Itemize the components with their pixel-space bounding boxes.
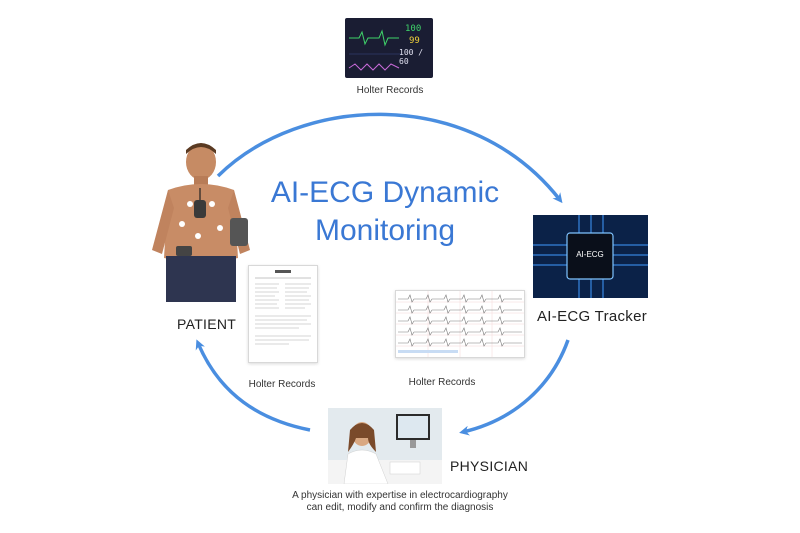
physician-photo bbox=[328, 408, 442, 484]
patient-photo bbox=[146, 138, 256, 302]
report-document bbox=[248, 265, 318, 363]
tracker-label: AI-ECG Tracker bbox=[537, 308, 648, 325]
monitor-readout-1: 100 bbox=[405, 24, 422, 34]
chip-icon bbox=[533, 215, 648, 298]
ecg-printout bbox=[395, 290, 525, 358]
chip-image: AI-ECG bbox=[533, 215, 648, 298]
title-line-1: AI-ECG Dynamic bbox=[270, 176, 500, 209]
arrow-tracker-to-physician bbox=[459, 339, 570, 436]
physician-description: A physician with expertise in electrocar… bbox=[200, 490, 600, 514]
ecg-grid-icon bbox=[396, 291, 524, 357]
arrow-patient-to-tracker bbox=[216, 112, 563, 204]
arrow-physician-to-patient bbox=[195, 339, 311, 432]
physician-description-line-1: A physician with expertise in electrocar… bbox=[292, 490, 508, 501]
physician-label: PHYSICIAN bbox=[450, 458, 529, 474]
title-line-2: Monitoring bbox=[314, 214, 456, 247]
patient-label: PATIENT bbox=[177, 316, 237, 332]
physician-scene-icon bbox=[328, 408, 442, 484]
report-left-caption: Holter Records bbox=[248, 379, 316, 390]
ecg-wave-icon bbox=[348, 29, 401, 71]
monitor-caption: Holter Records bbox=[356, 85, 424, 96]
monitor-readout-3: 100 / 60 bbox=[399, 48, 424, 66]
chip-label: AI-ECG bbox=[576, 250, 604, 259]
diagram-title: AI-ECG Dynamic Monitoring bbox=[240, 174, 530, 250]
report-right-caption: Holter Records bbox=[408, 377, 476, 388]
monitor-image: 100 99 100 / 60 bbox=[345, 18, 433, 78]
patient-figure-icon bbox=[152, 143, 250, 302]
physician-description-line-2: can edit, modify and confirm the diagnos… bbox=[306, 502, 494, 513]
monitor-readout-2: 99 bbox=[409, 36, 420, 46]
report-lines-icon bbox=[255, 270, 311, 345]
